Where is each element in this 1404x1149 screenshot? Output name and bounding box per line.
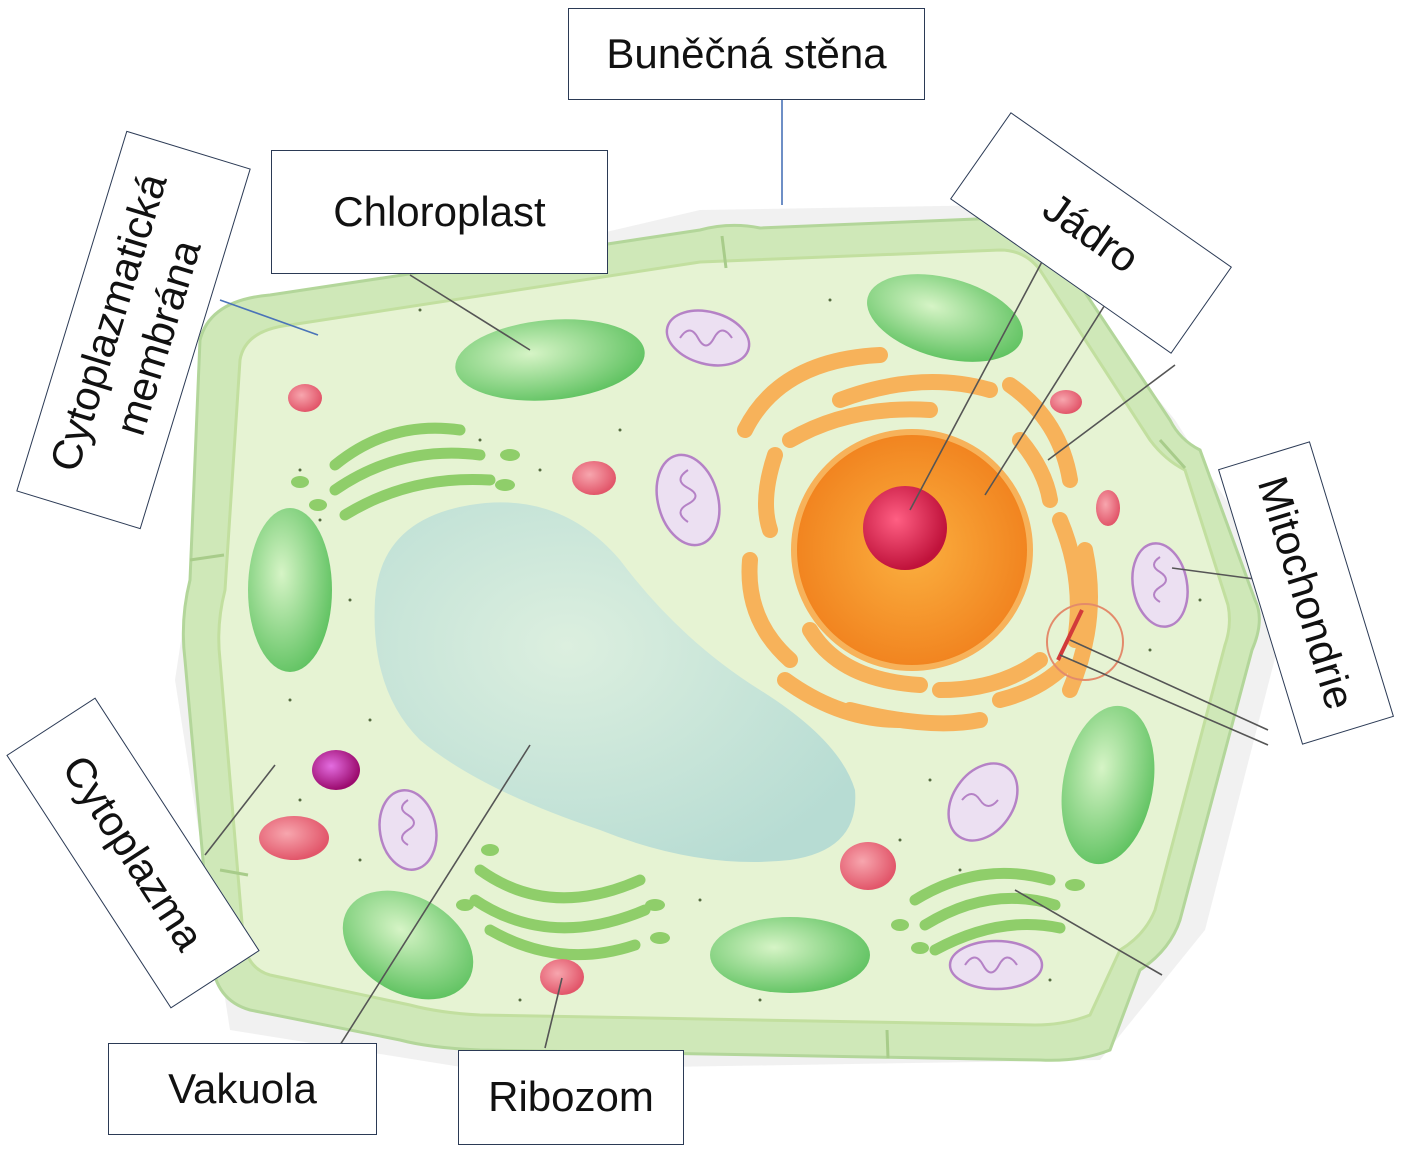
label-bunecna-stena-text: Buněčná stěna bbox=[606, 28, 886, 81]
label-ribozom: Ribozom bbox=[458, 1050, 684, 1145]
label-vakuola-text: Vakuola bbox=[168, 1063, 317, 1116]
label-jadro-text: Jádro bbox=[1033, 181, 1149, 284]
label-vakuola: Vakuola bbox=[108, 1043, 377, 1135]
label-chloroplast-text: Chloroplast bbox=[333, 186, 545, 239]
label-ribozom-text: Ribozom bbox=[488, 1071, 654, 1124]
nucleolus bbox=[863, 486, 947, 570]
label-bunecna-stena: Buněčná stěna bbox=[568, 8, 925, 100]
label-chloroplast: Chloroplast bbox=[271, 150, 608, 274]
lysosome bbox=[312, 750, 360, 790]
